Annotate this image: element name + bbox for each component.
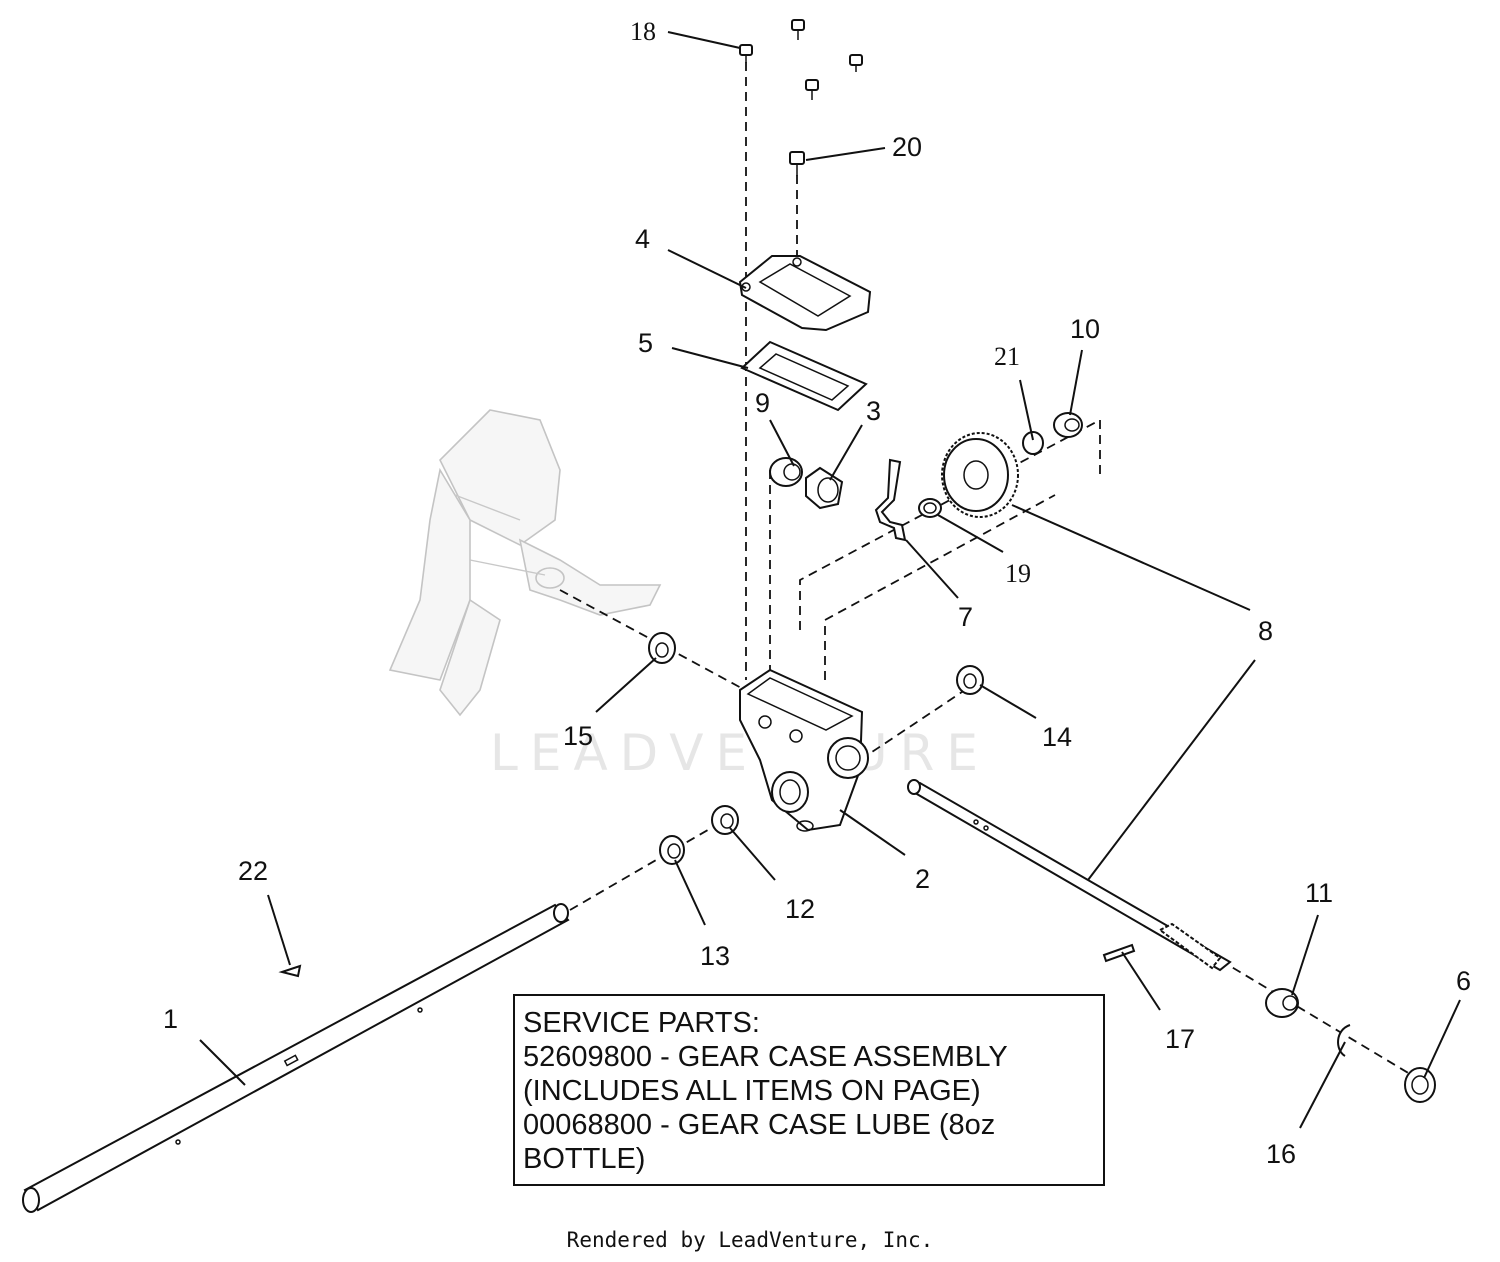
callout-15: 15 bbox=[563, 721, 593, 751]
render-credit: Rendered by LeadVenture, Inc. bbox=[566, 1228, 934, 1252]
seal-15-part bbox=[648, 632, 676, 664]
callout-3: 3 bbox=[866, 396, 881, 426]
callout-1: 1 bbox=[163, 1004, 178, 1034]
bolt-icon bbox=[805, 79, 819, 100]
key-22-part bbox=[278, 964, 302, 978]
callout-4: 4 bbox=[635, 224, 650, 254]
gear-case-part bbox=[739, 668, 869, 832]
bolts bbox=[739, 19, 863, 176]
worm-shaft-part bbox=[907, 779, 1232, 972]
callout-18: 18 bbox=[630, 17, 656, 46]
auger-shaft-part bbox=[22, 903, 570, 1213]
callout-7: 7 bbox=[958, 602, 973, 632]
callout-11: 11 bbox=[1305, 878, 1333, 908]
callout-labels: 1 2 3 4 5 6 7 8 9 10 11 12 13 14 15 16 1… bbox=[163, 17, 1471, 1169]
seal-12-part bbox=[711, 805, 739, 835]
gasket-part bbox=[740, 340, 868, 412]
callout-19: 19 bbox=[1005, 559, 1031, 588]
bearing-9-part bbox=[769, 457, 803, 487]
callout-2: 2 bbox=[915, 864, 930, 894]
callout-12: 12 bbox=[785, 894, 815, 924]
watermark: LEADVENTURE bbox=[490, 724, 990, 782]
service-parts-line: 00068800 - GEAR CASE LUBE (8oz bbox=[523, 1109, 996, 1141]
bolt-icon bbox=[791, 19, 805, 40]
service-parts-box: SERVICE PARTS: 52609800 - GEAR CASE ASSE… bbox=[513, 994, 1105, 1186]
bolt-icon bbox=[849, 54, 863, 72]
bushing-3-part bbox=[805, 466, 844, 510]
ring-19-part bbox=[918, 498, 942, 518]
callout-21: 21 bbox=[994, 342, 1020, 371]
bushing-10-part bbox=[1053, 412, 1083, 438]
callout-14: 14 bbox=[1042, 722, 1072, 752]
ring-21-part bbox=[1022, 431, 1044, 455]
impeller-ghost bbox=[388, 409, 662, 717]
cap-6-part bbox=[1404, 1067, 1436, 1103]
callout-5: 5 bbox=[638, 328, 653, 358]
clip-7-part bbox=[874, 458, 907, 542]
assembly-lines bbox=[559, 62, 1421, 1081]
bolt-20-icon bbox=[789, 151, 805, 176]
bolt-18-icon bbox=[739, 44, 753, 63]
callout-13: 13 bbox=[700, 941, 730, 971]
callout-10: 10 bbox=[1070, 314, 1100, 344]
worm-gear-part bbox=[941, 432, 1019, 518]
service-parts-line: 52609800 - GEAR CASE ASSEMBLY bbox=[523, 1041, 1008, 1073]
leader-lines bbox=[199, 31, 1461, 1129]
seal-14-part bbox=[956, 665, 984, 695]
callout-6: 6 bbox=[1456, 966, 1471, 996]
callout-16: 16 bbox=[1266, 1139, 1296, 1169]
gear-case-cover-part bbox=[738, 255, 872, 332]
service-parts-line: (INCLUDES ALL ITEMS ON PAGE) bbox=[523, 1075, 981, 1107]
callout-22: 22 bbox=[238, 856, 268, 886]
callout-20: 20 bbox=[892, 132, 922, 162]
service-parts-heading: SERVICE PARTS: bbox=[523, 1007, 760, 1039]
callout-17: 17 bbox=[1165, 1024, 1195, 1054]
callout-8: 8 bbox=[1258, 616, 1273, 646]
seal-13-part bbox=[659, 835, 685, 865]
bushing-11-part bbox=[1265, 988, 1299, 1018]
pin-17-part bbox=[1102, 943, 1136, 963]
service-parts-line: BOTTLE) bbox=[523, 1143, 646, 1175]
callout-9: 9 bbox=[755, 388, 770, 418]
